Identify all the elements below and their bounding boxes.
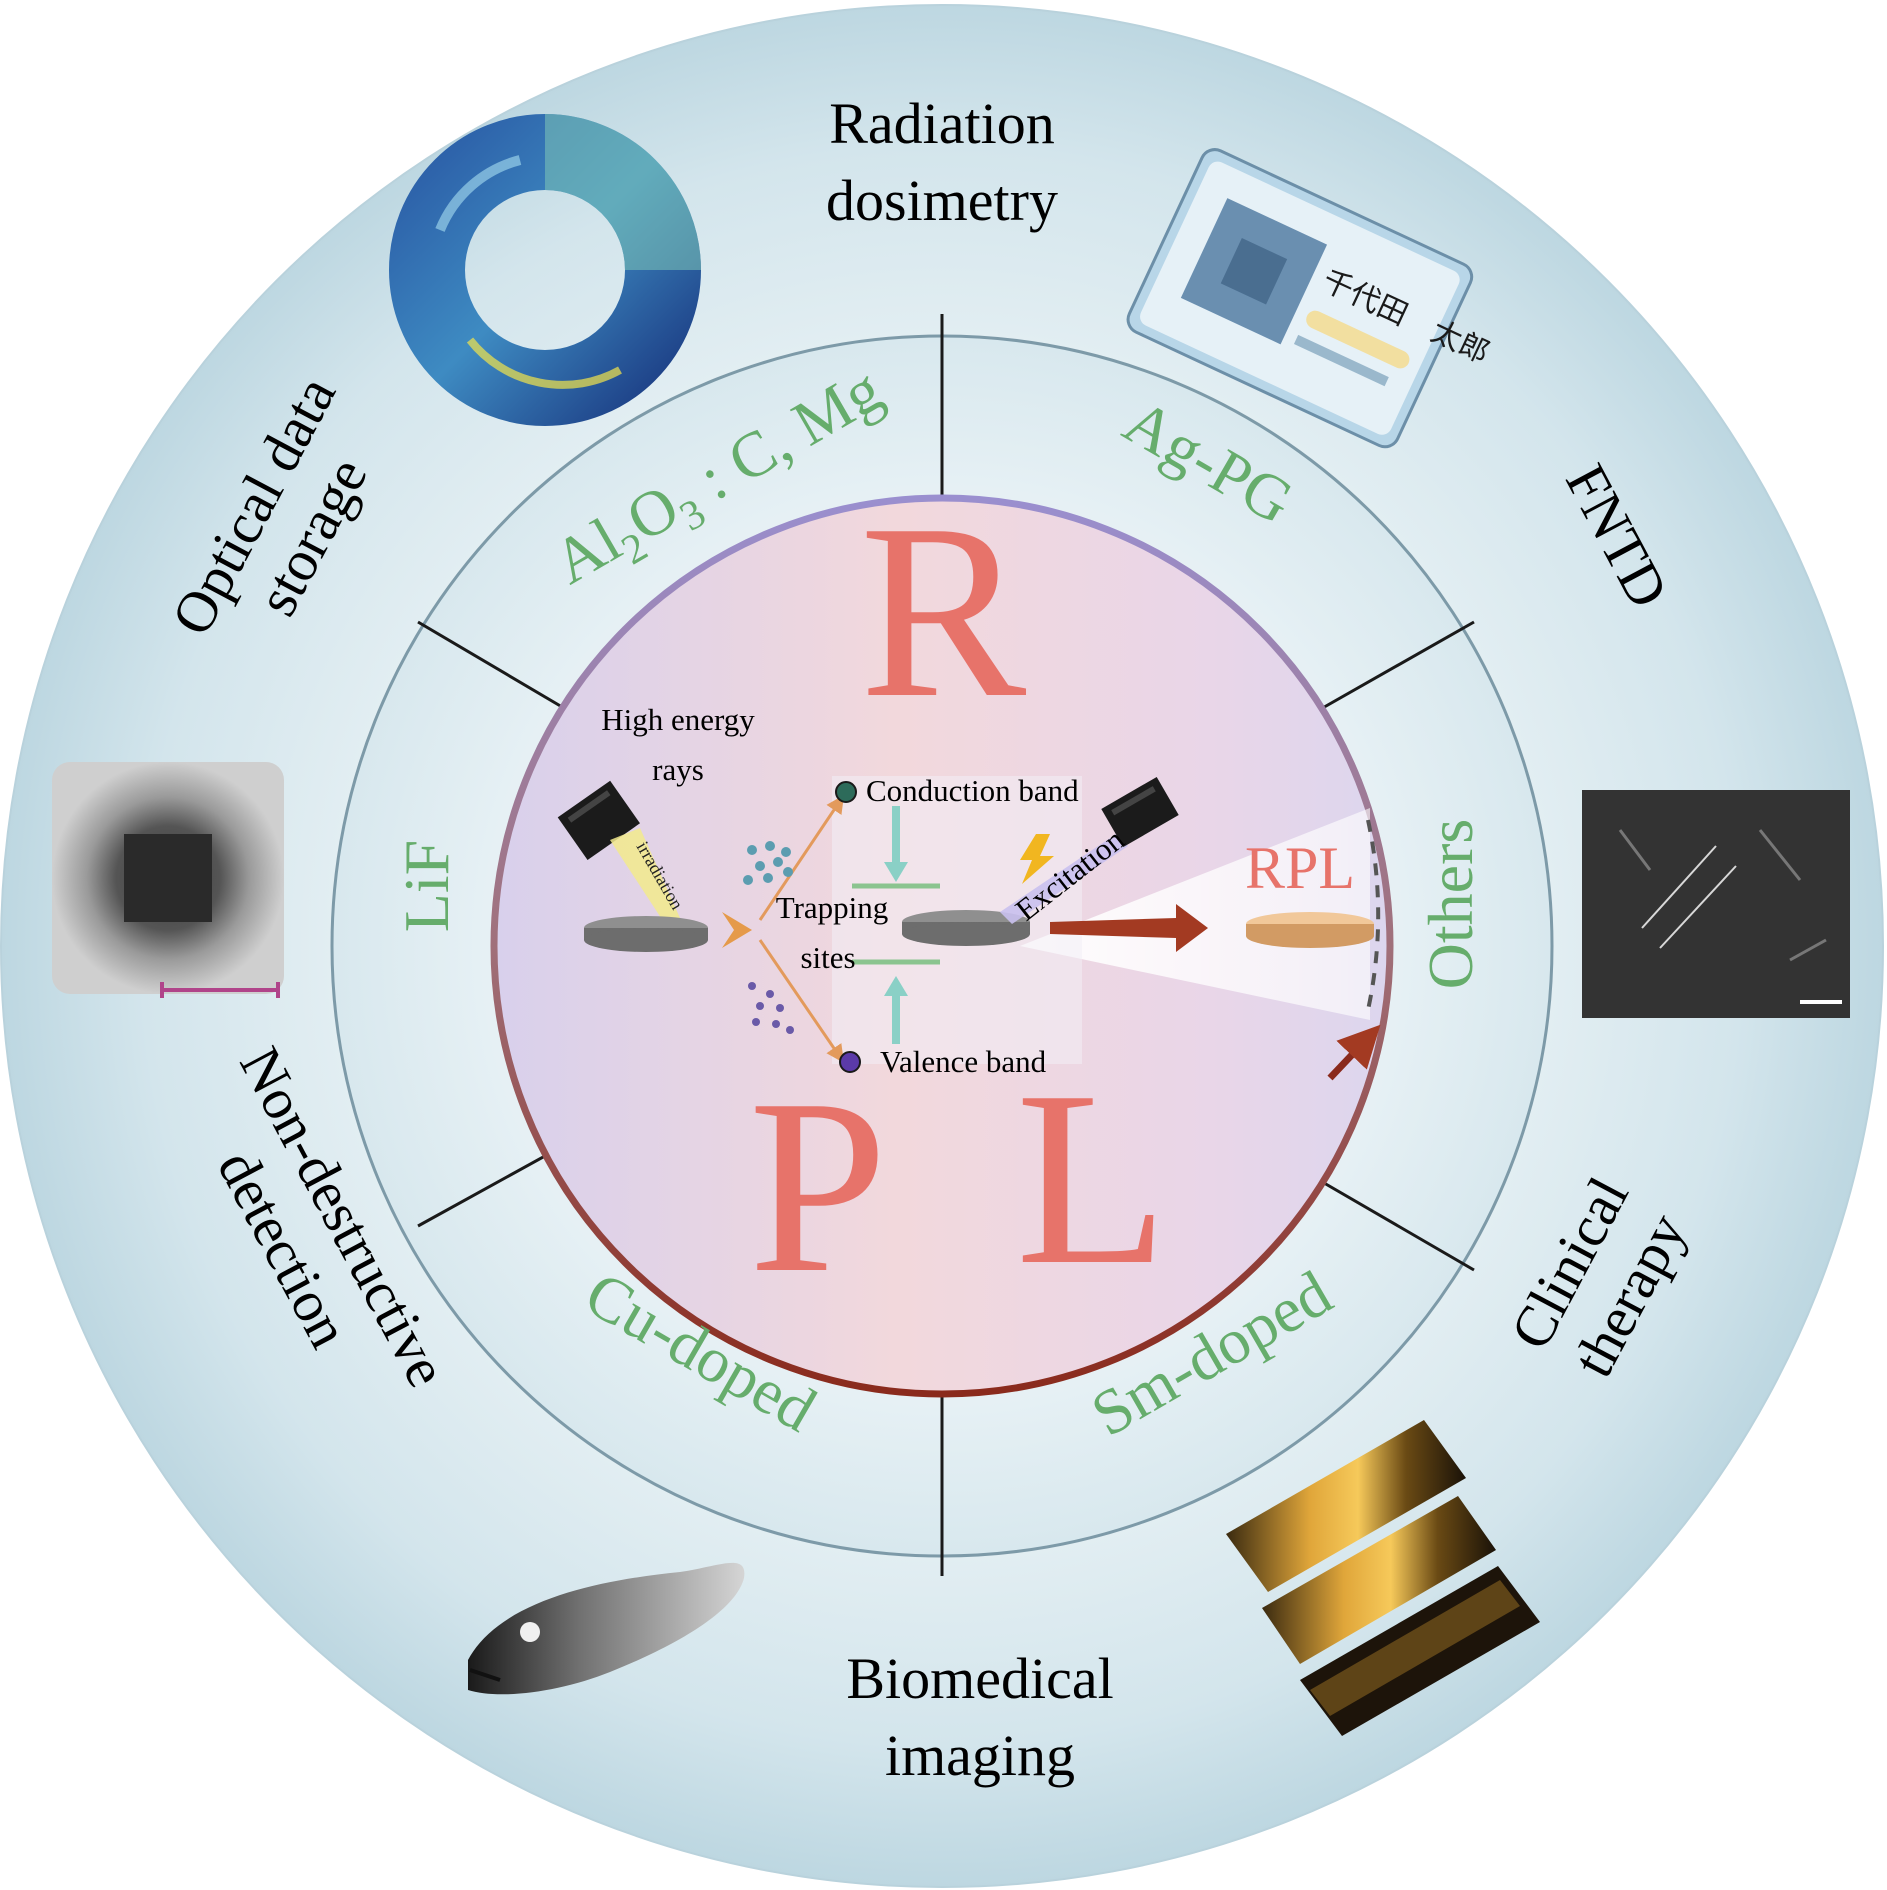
letter-r: R — [860, 473, 1027, 750]
high-energy-line1: High energy — [601, 702, 755, 737]
emission-beam — [1020, 808, 1370, 1020]
radiation-dosimetry-line1: Radiation — [829, 91, 1055, 156]
trapping-sites-line1: Trapping — [776, 890, 889, 925]
chip-image — [52, 762, 284, 998]
branch-up — [758, 795, 845, 921]
branch-down — [758, 939, 845, 1063]
biomedical-imaging-line1: Biomedical — [846, 1646, 1113, 1711]
hole-dots — [748, 982, 794, 1034]
material-others: Others — [1415, 819, 1486, 990]
valence-band-label: Valence band — [880, 1044, 1047, 1079]
fntd-track-image — [1582, 790, 1850, 1018]
radiation-source-icon — [557, 780, 640, 861]
excitation-source-icon — [1101, 776, 1179, 848]
trapping-sites-line2: sites — [800, 940, 855, 975]
electron-icon — [835, 781, 857, 803]
sample-disk-2-bottom — [902, 922, 1030, 946]
excitation-beam — [1000, 834, 1128, 924]
letter-p: P — [748, 1048, 887, 1325]
core-rim — [490, 494, 1394, 1398]
rim-dashed-gap — [1366, 819, 1381, 1011]
hole-icon — [839, 1051, 861, 1073]
letter-l: L — [1016, 1040, 1169, 1317]
trap-arrow-down-head — [884, 862, 908, 882]
radiation-dosimetry-line2: dosimetry — [826, 168, 1058, 233]
material-lif: LiF — [391, 840, 462, 932]
dosimeter-card-image: 千代田 太郎 — [1126, 148, 1494, 449]
emission-arrow — [1050, 904, 1208, 952]
rim-arrow — [1327, 1024, 1381, 1081]
lightning-icon — [1020, 834, 1054, 884]
biomedical-imaging-line2: imaging — [885, 1723, 1075, 1788]
optical-disc-image — [389, 114, 701, 426]
app-biomedical-imaging: Biomedical imaging — [846, 1646, 1113, 1788]
fish-xray-image — [468, 1562, 745, 1695]
conduction-band-label: Conduction band — [866, 773, 1079, 808]
rpl-output-label: RPL — [1245, 835, 1355, 901]
gold-plates-image — [1226, 1420, 1540, 1736]
trap-arrow-up-head — [884, 976, 908, 996]
sample-disk-1-bottom — [584, 928, 708, 952]
irradiation-beam — [610, 828, 680, 924]
mechanism: High energy rays irradiation Conduction … — [557, 702, 1374, 1079]
app-radiation-dosimetry: Radiation dosimetry — [826, 91, 1058, 233]
rpl-disk-bottom — [1246, 924, 1374, 948]
electron-dots — [743, 841, 793, 885]
sector-dividers — [417, 314, 1475, 1576]
chevron-icon — [722, 912, 752, 948]
high-energy-line2: rays — [652, 752, 704, 787]
